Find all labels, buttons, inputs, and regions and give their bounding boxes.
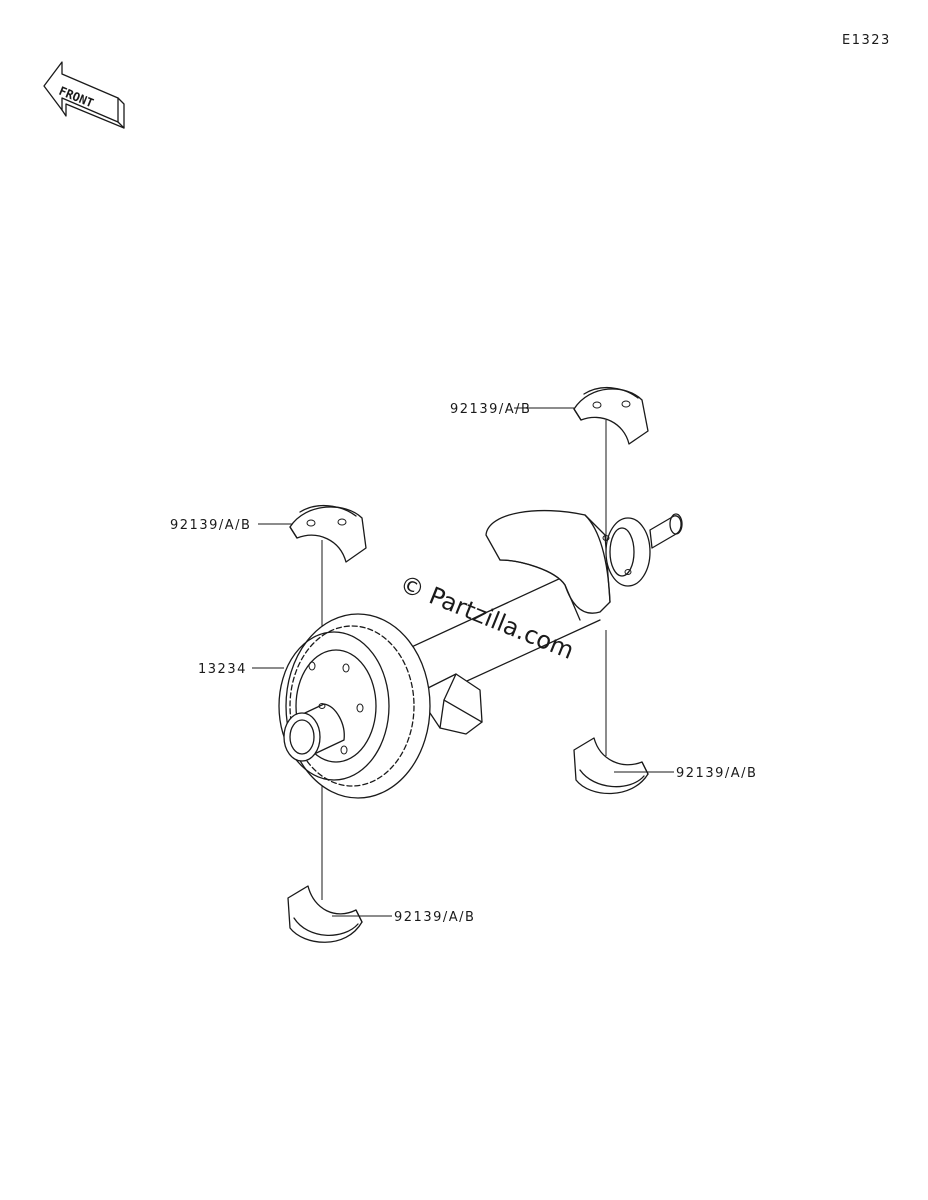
bearing-shell-top-right[interactable] — [573, 387, 649, 445]
callout-bearing-top-left[interactable]: 92139/A/B — [170, 518, 251, 533]
bearing-shell-top-left[interactable] — [289, 505, 367, 563]
diagram-id: E1323 — [842, 33, 891, 48]
bearing-shell-bottom-left[interactable] — [287, 885, 363, 943]
front-arrow-icon: FRONT — [43, 61, 125, 129]
balancer-gear[interactable] — [278, 613, 431, 799]
callout-gear[interactable]: 13234 — [198, 662, 247, 677]
bearing-shell-bottom-right[interactable] — [573, 737, 649, 795]
callout-bearing-bottom-left[interactable]: 92139/A/B — [394, 910, 475, 925]
callout-bearing-bottom-right[interactable]: 92139/A/B — [676, 766, 757, 781]
watermark: © Partzilla.com — [396, 570, 578, 665]
callout-bearing-top-right[interactable]: 92139/A/B — [450, 402, 531, 417]
